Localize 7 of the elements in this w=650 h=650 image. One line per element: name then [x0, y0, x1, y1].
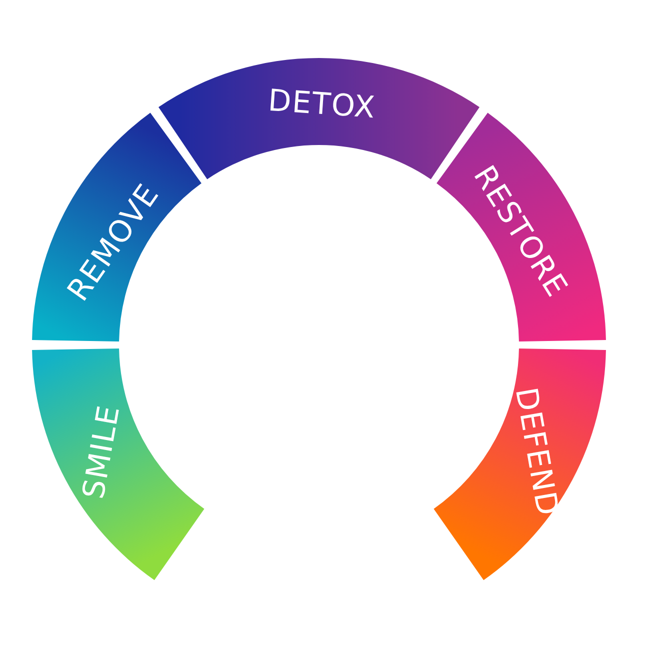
segment-label: DEFEND — [510, 385, 562, 519]
arc-segment — [436, 112, 606, 342]
arc-segment — [32, 348, 204, 580]
segment-label: SMILE — [79, 402, 126, 502]
arc-segment — [434, 348, 606, 580]
segment-label: DETOX — [267, 86, 377, 124]
arc-segment — [32, 112, 202, 342]
